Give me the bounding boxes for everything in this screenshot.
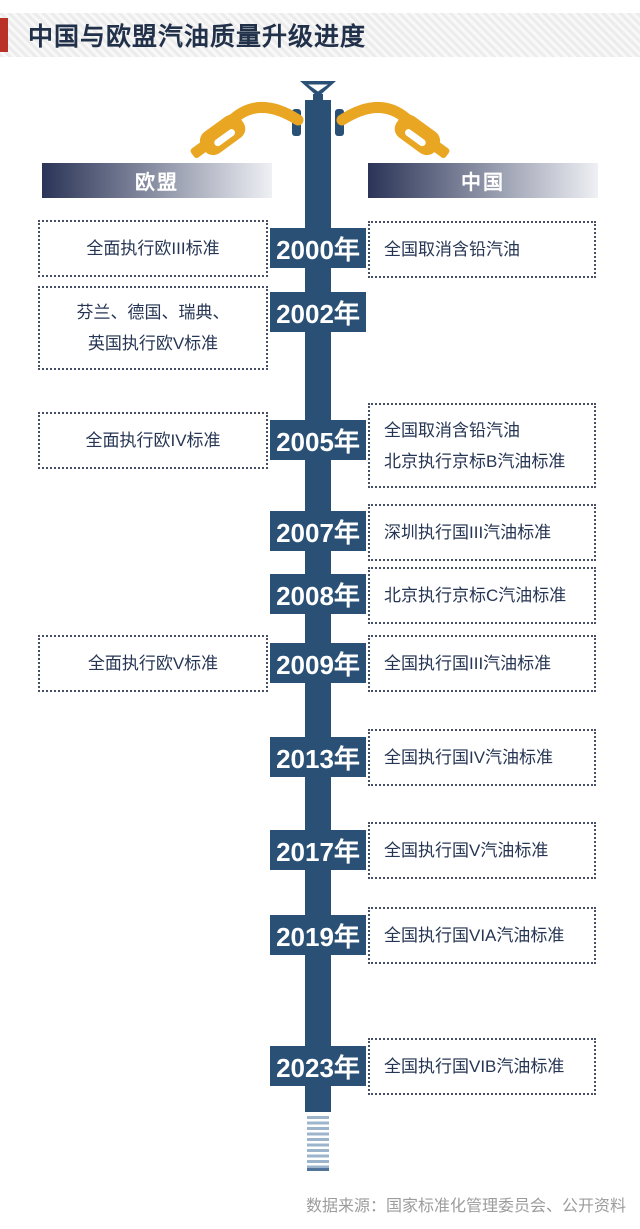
year-chip: 2023年 [270,1046,366,1086]
china-column-header: 中国 [368,163,598,198]
china-milestone-box: 全国取消含铅汽油 [368,221,596,278]
china-milestone-box: 全国执行国V汽油标准 [368,822,596,879]
year-chip: 2005年 [270,420,366,460]
year-chip: 2009年 [270,643,366,683]
year-chip: 2000年 [270,228,366,268]
milestone-text: 全面执行欧III标准 [86,239,220,258]
milestone-text: 芬兰、德国、瑞典、 [76,303,230,322]
china-milestone-box: 北京执行京标C汽油标准 [368,567,596,624]
eu-milestone-box: 全面执行欧III标准 [38,220,268,277]
year-chip: 2013年 [270,737,366,777]
title-band: 中国与欧盟汽油质量升级进度 [0,13,640,57]
year-chip: 2019年 [270,915,366,955]
china-milestone-box: 全国执行国VIA汽油标准 [368,907,596,964]
milestone-text: 全国取消含铅汽油 [384,420,520,440]
milestone-text: 全国执行国IV汽油标准 [384,748,554,767]
milestone-text: 北京执行京标C汽油标准 [384,586,567,605]
year-chip: 2008年 [270,574,366,614]
milestone-text: 全国执行国VIA汽油标准 [384,926,565,945]
eu-milestone-box: 全面执行欧V标准 [38,635,268,692]
fuel-nozzle-icon-left [190,102,304,159]
year-chip: 2007年 [270,511,366,551]
milestone-text: 全国执行国V汽油标准 [384,841,549,860]
eu-column-label: 欧盟 [135,172,179,194]
milestone-text: 全国取消含铅汽油 [384,240,520,259]
china-column-label: 中国 [461,172,505,194]
china-milestone-box: 全国执行国VIB汽油标准 [368,1038,596,1095]
china-milestone-box: 深圳执行国III汽油标准 [368,504,596,561]
china-milestone-box: 全国执行国IV汽油标准 [368,729,596,786]
pipe-end-stripes [307,1116,329,1171]
title-accent-bar [0,18,8,52]
eu-column-header: 欧盟 [42,163,272,198]
data-source-note: 数据来源：国家标准化管理委员会、公开资料 [305,1198,626,1215]
milestone-text: 深圳执行国III汽油标准 [384,523,552,542]
milestone-text: 全面执行欧V标准 [87,654,219,673]
milestone-text: 全国执行国III汽油标准 [384,654,552,673]
eu-milestone-box: 芬兰、德国、瑞典、英国执行欧V标准 [38,286,268,370]
milestone-text: 全国执行国VIB汽油标准 [384,1057,565,1076]
year-chip: 2017年 [270,830,366,870]
china-milestone-box: 全国执行国III汽油标准 [368,635,596,692]
eu-milestone-box: 全面执行欧IV标准 [38,412,268,469]
year-chip: 2002年 [270,292,366,332]
milestone-text: 英国执行欧V标准 [87,334,219,353]
milestone-text: 北京执行京标B汽油标准 [384,451,566,471]
china-milestone-box: 全国取消含铅汽油北京执行京标B汽油标准 [368,403,596,488]
milestone-text: 全面执行欧IV标准 [85,431,221,450]
page-title: 中国与欧盟汽油质量升级进度 [28,23,367,51]
fuel-nozzle-icon-right [336,102,450,159]
